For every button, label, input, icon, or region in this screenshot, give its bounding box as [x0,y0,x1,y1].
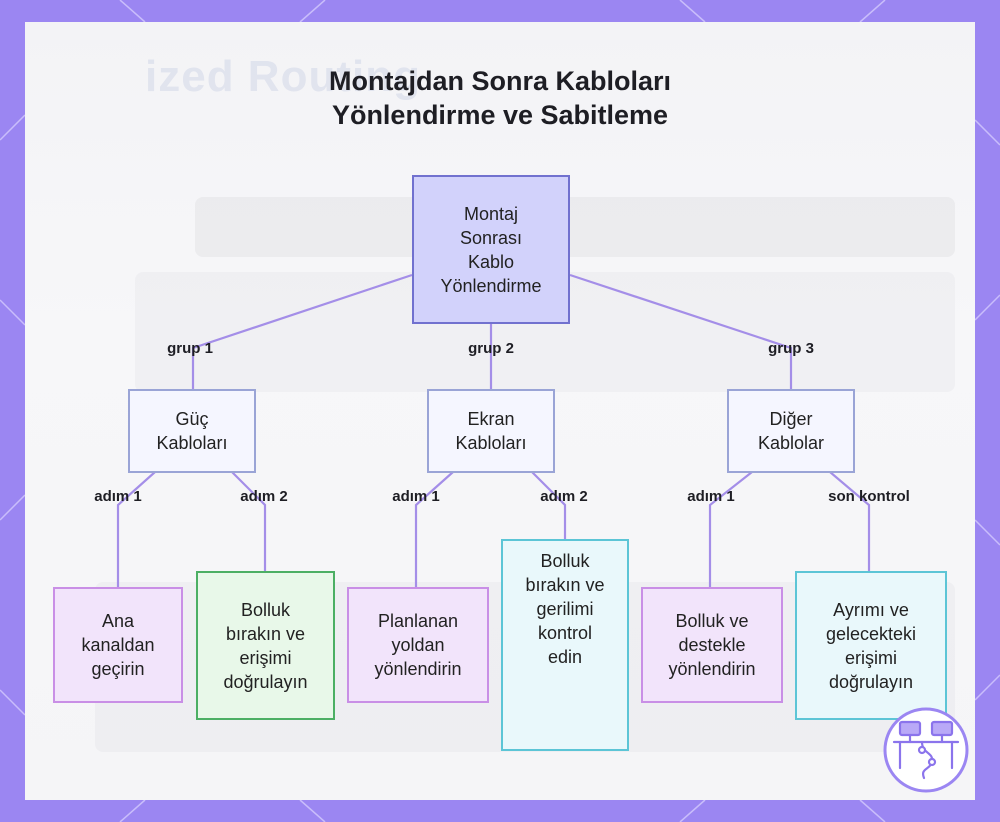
edge-group-2-child-2 [532,472,565,539]
node-text-line: Kabloları [156,431,227,455]
edge-label-step: adım 1 [392,488,440,505]
node-text-line: kanaldan [81,633,154,657]
edge-root-group-1 [193,275,412,390]
leaf-node-slack-access[interactable]: Bolluk bırakın ve erişimi doğrulayın [196,571,335,720]
desk-network-icon [882,706,970,794]
node-text-line: yoldan [374,633,461,657]
node-text-line: Bolluk ve [668,609,755,633]
node-text-line: Güç [156,407,227,431]
edge-root-group-3 [570,275,791,390]
node-text-line: gelecekteki [826,622,916,646]
edge-label-step: adım 2 [240,488,288,505]
edge-group-1-child-2 [232,472,265,571]
node-text-line: bırakın ve [223,622,307,646]
node-text-line: doğrulayın [826,670,916,694]
group-node-other-cables[interactable]: Diğer Kablolar [727,389,855,473]
node-text-line: Ana [81,609,154,633]
group-node-display-cables[interactable]: Ekran Kabloları [427,389,555,473]
edge-label-group-2: grup 2 [468,340,514,357]
leaf-node-planned-route[interactable]: Planlanan yoldan yönlendirin [347,587,489,703]
edge-label-final-check: son kontrol [828,488,910,505]
node-text-line: geçirin [81,657,154,681]
node-text-line: gerilimi [503,597,627,621]
node-text-line: yönlendirin [374,657,461,681]
node-text-line: Sonrası [440,226,541,250]
node-text-line: kontrol [503,621,627,645]
group-node-power-cables[interactable]: Güç Kabloları [128,389,256,473]
edge-label-step: adım 1 [687,488,735,505]
node-text-line: Bolluk [223,598,307,622]
node-text-line: Diğer [758,407,824,431]
node-text-line: Ayrımı ve [826,598,916,622]
node-text-line: Kabloları [455,431,526,455]
edge-group-3-child-2 [830,472,869,571]
root-node[interactable]: Montaj Sonrası Kablo Yönlendirme [412,175,570,324]
node-text-line: Kablolar [758,431,824,455]
node-text-line: Kablo [440,250,541,274]
node-text-line: yönlendirin [668,657,755,681]
node-text-line: Yönlendirme [440,274,541,298]
node-text-line: bırakın ve [503,573,627,597]
node-text-line: Bolluk [503,549,627,573]
node-text-line: edin [503,645,627,669]
node-text-line: Planlanan [374,609,461,633]
node-text-line: doğrulayın [223,670,307,694]
node-text-line: erişimi [223,646,307,670]
leaf-node-separation-access[interactable]: Ayrımı ve gelecekteki erişimi doğrulayın [795,571,947,720]
edge-label-group-1: grup 1 [167,340,213,357]
edge-label-step: adım 1 [94,488,142,505]
leaf-node-slack-support[interactable]: Bolluk ve destekle yönlendirin [641,587,783,703]
node-text-line: Montaj [440,202,541,226]
leaf-node-slack-tension[interactable]: Bolluk bırakın ve gerilimi kontrol edin [501,539,629,751]
edge-label-step: adım 2 [540,488,588,505]
leaf-node-main-channel[interactable]: Ana kanaldan geçirin [53,587,183,703]
node-text-line: destekle [668,633,755,657]
edge-label-group-3: grup 3 [768,340,814,357]
node-text-line: Ekran [455,407,526,431]
node-text-line: erişimi [826,646,916,670]
